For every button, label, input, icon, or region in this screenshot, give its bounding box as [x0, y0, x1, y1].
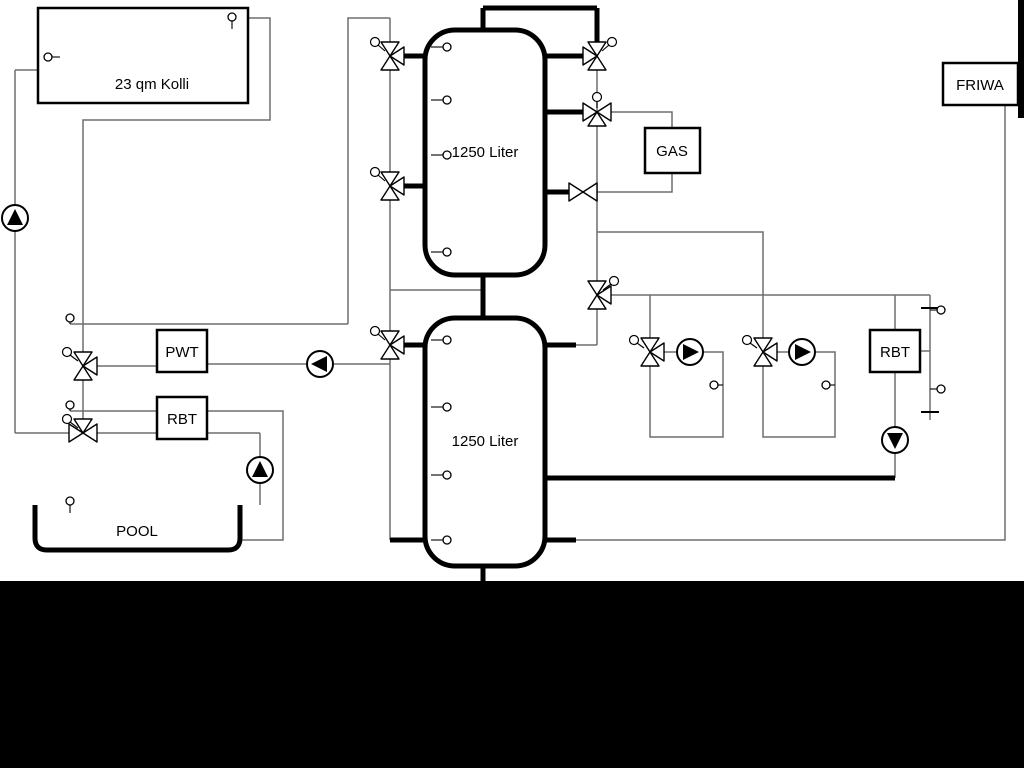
pump-icon	[881, 426, 909, 454]
two-way-valve-icon	[568, 182, 598, 202]
valve-actuator-icon	[369, 325, 381, 337]
temperature-sensor-icon	[442, 42, 452, 52]
actuator-stem	[69, 421, 79, 429]
pool-shape	[32, 505, 243, 553]
pipe-segment	[207, 410, 284, 541]
pump-icon	[306, 350, 334, 378]
pipe-segment	[610, 111, 673, 128]
piping-thick	[390, 5, 895, 581]
right-edge-black-strip	[1018, 0, 1024, 118]
actuator-stem	[601, 44, 610, 52]
three-way-valve-icon	[380, 41, 405, 71]
bottom-black-mask	[0, 581, 1024, 768]
temperature-sensor-icon	[936, 305, 946, 315]
solar-collector-box	[36, 6, 250, 105]
temperature-sensor-icon	[709, 380, 719, 390]
three-way-valve-icon	[380, 171, 405, 201]
valve-actuator-icon	[741, 334, 753, 346]
valve-actuator-icon	[61, 346, 73, 358]
temperature-sensor-icon	[442, 335, 452, 345]
pipe-segment	[347, 17, 390, 324]
temperature-sensor-icon	[65, 400, 75, 410]
valve-actuator-icon	[61, 413, 73, 425]
pwt-heat-exchanger-box	[155, 328, 209, 374]
rbt-right-label: RBT	[880, 344, 910, 361]
three-way-valve-icon	[640, 337, 665, 367]
buffer-tank-top	[422, 27, 548, 278]
pipe-segment	[597, 231, 764, 338]
valve-actuator-icon	[628, 334, 640, 346]
temperature-sensor-icon	[442, 150, 452, 160]
pipe-segment	[597, 173, 673, 193]
tank-bottom-label: 1250 Liter	[452, 433, 519, 450]
three-way-valve-icon	[380, 330, 405, 360]
pool-label: POOL	[116, 523, 158, 540]
pump-icon	[1, 204, 29, 232]
pwt-label: PWT	[165, 344, 198, 361]
temperature-sensor-icon	[936, 384, 946, 394]
three-way-valve-icon	[753, 337, 778, 367]
valve-actuator-icon	[608, 275, 620, 287]
valves	[61, 36, 778, 443]
actuator-stem	[749, 342, 758, 349]
gas-boiler-box	[643, 126, 702, 175]
temperature-sensor-icon	[442, 247, 452, 257]
valve-actuator-icon	[369, 166, 381, 178]
temperature-sensor-icon	[227, 12, 237, 22]
rbt-left-label: RBT	[167, 411, 197, 428]
actuator-stem	[636, 342, 645, 349]
buffer-tank-bottom	[422, 315, 548, 569]
actuator-stem	[377, 174, 386, 182]
actuator-stem	[69, 354, 79, 362]
temperature-sensor-icon	[442, 470, 452, 480]
rbt-left-box	[155, 395, 209, 441]
piping-thin	[14, 17, 1006, 541]
pump-icon	[246, 456, 274, 484]
temperature-sensor-icon	[442, 535, 452, 545]
temperature-sensor-icon	[821, 380, 831, 390]
actuator-stem	[377, 44, 386, 52]
pipe-segment	[82, 17, 271, 352]
pipe-segment	[649, 351, 724, 438]
valve-actuator-icon	[591, 91, 603, 103]
temperature-sensor-icon	[442, 95, 452, 105]
collector-label: 23 qm Kolli	[115, 76, 189, 93]
actuator-stem	[377, 333, 386, 341]
pump-icon	[788, 338, 816, 366]
components	[32, 6, 1020, 569]
pipe-segment	[575, 105, 1006, 541]
tank-top-label: 1250 Liter	[452, 144, 519, 161]
rbt-right-box	[868, 328, 922, 374]
three-way-valve-icon	[73, 351, 98, 381]
temperature-sensor-icon	[442, 402, 452, 412]
temperature-sensor-icon	[65, 496, 75, 506]
three-way-valve-icon	[582, 41, 607, 71]
valve-actuator-icon	[369, 36, 381, 48]
labels: 23 qm Kolli 1250 Liter 1250 Liter GAS FR…	[115, 76, 1004, 540]
actuator-stem	[602, 283, 612, 291]
temperature-sensor-icon	[43, 52, 53, 62]
valve-actuator-icon	[606, 36, 618, 48]
pump-icon	[676, 338, 704, 366]
gas-label: GAS	[656, 143, 688, 160]
three-way-valve-icon	[68, 418, 98, 443]
friwa-label: FRIWA	[956, 77, 1004, 94]
sensors	[43, 12, 946, 545]
pipe-segment	[762, 351, 836, 438]
temperature-sensor-icon	[65, 313, 75, 323]
three-way-valve-icon	[587, 280, 612, 310]
